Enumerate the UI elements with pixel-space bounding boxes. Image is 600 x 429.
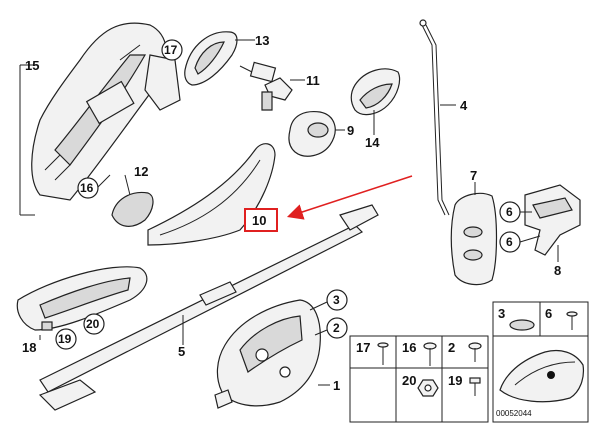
callout-17: 17: [164, 43, 178, 57]
screw-6-icon: [566, 311, 578, 330]
hw-label-17: 17: [356, 340, 370, 355]
hw-label-16: 16: [402, 340, 416, 355]
callout-1: 1: [333, 378, 340, 393]
screw-19-icon: [469, 377, 481, 396]
leader-16: [96, 174, 111, 189]
striker-plate-part: [450, 192, 498, 286]
hardware-box: [349, 335, 489, 423]
callout-6b: 6: [506, 235, 513, 249]
nut-20-icon: [417, 379, 439, 397]
lock-module-part: [16, 266, 148, 331]
callout-18: 18: [22, 340, 36, 355]
cap-14-part: [350, 68, 401, 116]
callout-3-circle: [326, 289, 348, 311]
callout-13: 13: [255, 33, 269, 48]
inset-label-6: 6: [545, 306, 552, 321]
inset-label-3: 3: [498, 306, 505, 321]
bolt-16-icon: [423, 342, 437, 366]
rod-part: [419, 19, 450, 216]
hw-label-2: 2: [448, 340, 455, 355]
callout-10: 10: [252, 213, 266, 228]
hw-label-20: 20: [402, 373, 416, 388]
callout-14: 14: [365, 135, 380, 150]
callout-5: 5: [178, 344, 185, 359]
callout-2: 2: [333, 321, 340, 335]
clip-3-icon: [509, 319, 535, 331]
handle-carrier-part: [31, 22, 181, 201]
callout-20: 20: [86, 317, 100, 331]
cap-9-part: [288, 110, 336, 157]
leader-3: [309, 301, 328, 311]
callout-11: 11: [306, 73, 320, 88]
callout-15: 15: [25, 58, 39, 73]
leader-6b: [519, 235, 541, 243]
highlight-arrow: [286, 175, 413, 220]
cable-part: [39, 204, 379, 393]
callout-9: 9: [347, 123, 354, 138]
callout-20-circle: [83, 313, 105, 335]
callout-17-circle: [161, 39, 183, 61]
callout-19: 19: [58, 332, 72, 346]
callout-19-circle: [55, 328, 77, 350]
callout-12: 12: [134, 164, 148, 179]
highlight-box: [244, 208, 278, 232]
gasket-part: [111, 174, 154, 227]
callout-16: 16: [80, 181, 94, 195]
callout-2-circle: [326, 317, 348, 339]
screw-2-icon: [468, 342, 482, 362]
leader-2: [314, 329, 328, 336]
cover-cap-part: [184, 31, 238, 86]
callout-3: 3: [333, 293, 340, 307]
door-lock-part: [214, 299, 321, 409]
callout-4: 4: [460, 98, 468, 113]
callout-16-circle: [77, 177, 99, 199]
callout-6a: 6: [506, 205, 513, 219]
diagram-number: 00052044: [496, 409, 532, 418]
callout-7: 7: [470, 168, 477, 183]
callout-8: 8: [554, 263, 561, 278]
hw-label-19: 19: [448, 373, 462, 388]
outer-handle-part: [147, 143, 276, 246]
car-silhouette-icon: [499, 349, 585, 403]
lower-bracket-part: [38, 379, 97, 411]
lock-cylinder-part: [239, 61, 293, 111]
screw-17-icon: [377, 342, 389, 365]
bracket-part: [524, 184, 581, 256]
